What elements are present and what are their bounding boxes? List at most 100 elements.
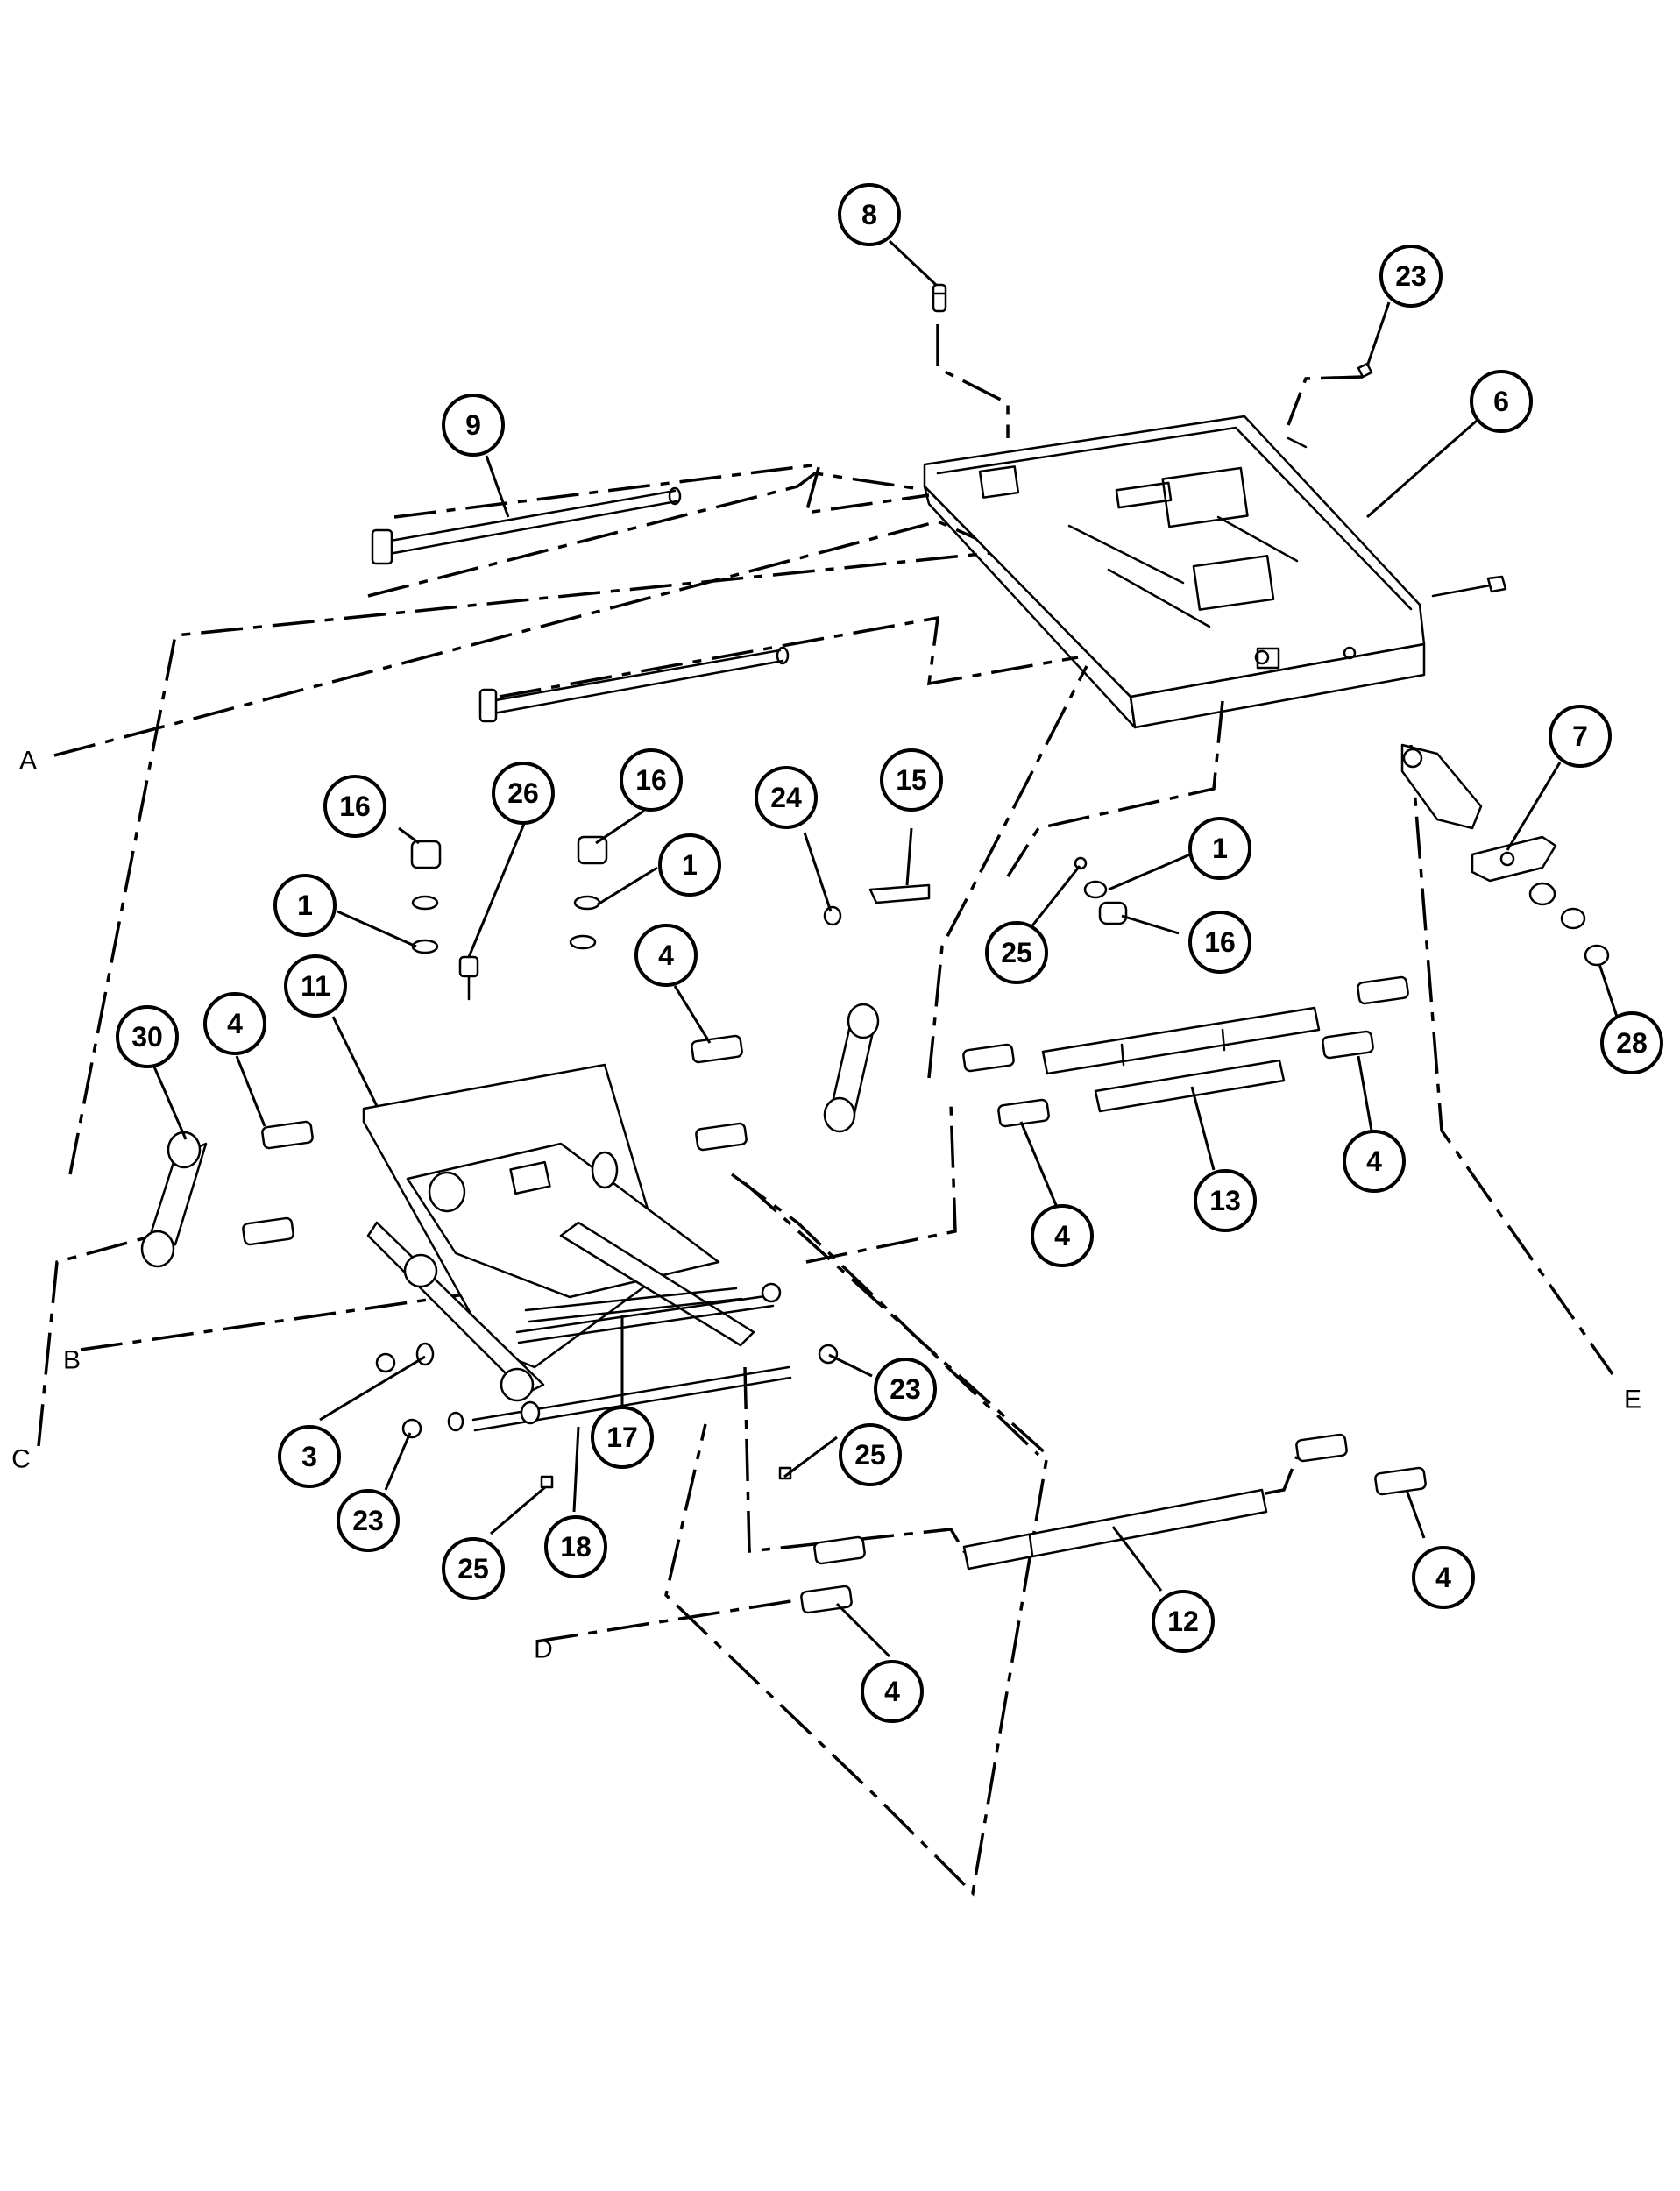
callout-4-lower-mid: 4 [861, 1660, 924, 1723]
callout-9-label: 9 [465, 409, 481, 441]
callout-1-right-label: 1 [1212, 833, 1228, 864]
callout-11-label: 11 [301, 970, 330, 1002]
callout-23-low-label: 23 [352, 1505, 384, 1536]
callout-3-label: 3 [301, 1441, 317, 1472]
callout-12: 12 [1152, 1590, 1215, 1653]
callout-13: 13 [1194, 1169, 1257, 1232]
callout-11: 11 [284, 954, 347, 1018]
callout-1-left-label: 1 [297, 890, 313, 921]
alignment-line-right-frame [927, 665, 1088, 1079]
callouts: 8 23 6 9 16 26 16 24 15 1 1 25 1 16 7 28… [116, 183, 1663, 1723]
callout-1-mid-label: 1 [682, 849, 698, 881]
alignment-line-e [1409, 744, 1614, 1376]
connection-letters: A B C D E [11, 747, 1641, 1664]
letter-d: D [534, 1635, 553, 1664]
link-arm-right [823, 1003, 880, 1133]
alignment-line-13 [805, 1103, 957, 1264]
callout-12-label: 12 [1167, 1606, 1199, 1637]
top-panel [923, 415, 1426, 729]
callout-1-mid: 1 [658, 833, 721, 897]
shaft-18 [471, 1365, 792, 1432]
callout-7-label: 7 [1572, 720, 1588, 752]
callout-24: 24 [755, 766, 818, 829]
callout-25-low: 25 [442, 1537, 505, 1600]
callout-9: 9 [442, 394, 505, 457]
callout-26-label: 26 [507, 777, 539, 809]
callout-15: 15 [880, 748, 943, 812]
callout-3: 3 [278, 1425, 341, 1488]
callout-1-left: 1 [273, 874, 337, 937]
callout-23-top: 23 [1379, 245, 1443, 308]
alignment-line-left-frame [68, 550, 1000, 1175]
callout-17-label: 17 [606, 1422, 638, 1453]
callout-4-far-right-label: 4 [1366, 1145, 1382, 1177]
callout-4-upper-mid-label: 4 [658, 940, 674, 971]
callout-4-right-low: 4 [1031, 1204, 1094, 1267]
callout-28: 28 [1600, 1011, 1663, 1074]
callout-25-right: 25 [985, 921, 1048, 984]
alignment-line-v [664, 1181, 1049, 1897]
callout-23-low: 23 [337, 1489, 400, 1552]
callout-18-label: 18 [560, 1531, 592, 1563]
callout-16-right-label: 16 [1204, 926, 1236, 958]
callout-25-mid: 25 [839, 1423, 902, 1486]
callout-16-left-label: 16 [339, 791, 371, 822]
callout-6: 6 [1470, 370, 1533, 433]
callout-8-label: 8 [861, 199, 877, 230]
callout-16-left: 16 [323, 775, 386, 838]
callout-8: 8 [838, 183, 901, 246]
callout-4-far-right: 4 [1343, 1130, 1406, 1193]
small-hardware [375, 835, 1128, 1489]
callout-23-mid-label: 23 [890, 1373, 921, 1405]
callout-18: 18 [544, 1515, 607, 1578]
letter-a: A [19, 747, 37, 776]
callout-1-right: 1 [1188, 817, 1251, 880]
callout-16-mid: 16 [620, 748, 683, 812]
letter-e: E [1624, 1386, 1641, 1415]
callout-16-right: 16 [1188, 911, 1251, 974]
tube-13 [1041, 1006, 1321, 1113]
callout-6-label: 6 [1493, 386, 1509, 417]
alignment-line-top-8 [936, 324, 1010, 438]
callout-4-upper-mid: 4 [634, 924, 698, 987]
callout-24-label: 24 [770, 782, 802, 813]
callout-7: 7 [1549, 705, 1612, 768]
callout-15-label: 15 [896, 764, 927, 796]
callout-4-right-low-label: 4 [1054, 1220, 1070, 1251]
callout-4-upper-left: 4 [203, 992, 266, 1055]
alignment-line-bush-4 [743, 1366, 1299, 1553]
callout-25-right-label: 25 [1001, 937, 1032, 968]
alignment-line-a [53, 520, 978, 757]
alignment-line-rod-lower [499, 615, 1079, 698]
alignment-line-c [37, 1234, 154, 1447]
alignment-line-d [535, 1598, 803, 1643]
callout-23-top-label: 23 [1395, 260, 1427, 292]
callout-17: 17 [591, 1406, 654, 1469]
letter-b: B [63, 1346, 81, 1375]
alignment-line-top-23 [1287, 375, 1364, 426]
callout-30-label: 30 [131, 1021, 163, 1053]
screw-8 [932, 283, 947, 313]
link-arm-30 [140, 1131, 208, 1268]
callout-4-lower-right-label: 4 [1435, 1562, 1451, 1593]
callout-30: 30 [116, 1005, 179, 1068]
callout-13-label: 13 [1209, 1185, 1241, 1216]
letter-c: C [11, 1445, 31, 1474]
alignment-line-upper-a [367, 472, 921, 598]
alignment-line-lower-d [730, 1173, 1040, 1457]
bushings [242, 975, 1427, 1614]
switch-assembly [1400, 743, 1610, 967]
alignment-line-rod9 [393, 462, 930, 519]
callout-4-lower-mid-label: 4 [884, 1676, 900, 1707]
callout-26: 26 [492, 762, 555, 825]
callout-28-label: 28 [1616, 1027, 1648, 1059]
callout-4-upper-left-label: 4 [227, 1008, 243, 1039]
callout-23-mid: 23 [874, 1358, 937, 1421]
rod-9 [371, 486, 682, 565]
clip-23-top [1357, 362, 1373, 379]
callout-25-mid-label: 25 [854, 1439, 886, 1471]
leader-lines [152, 239, 1619, 1658]
rod-lower [478, 646, 790, 723]
